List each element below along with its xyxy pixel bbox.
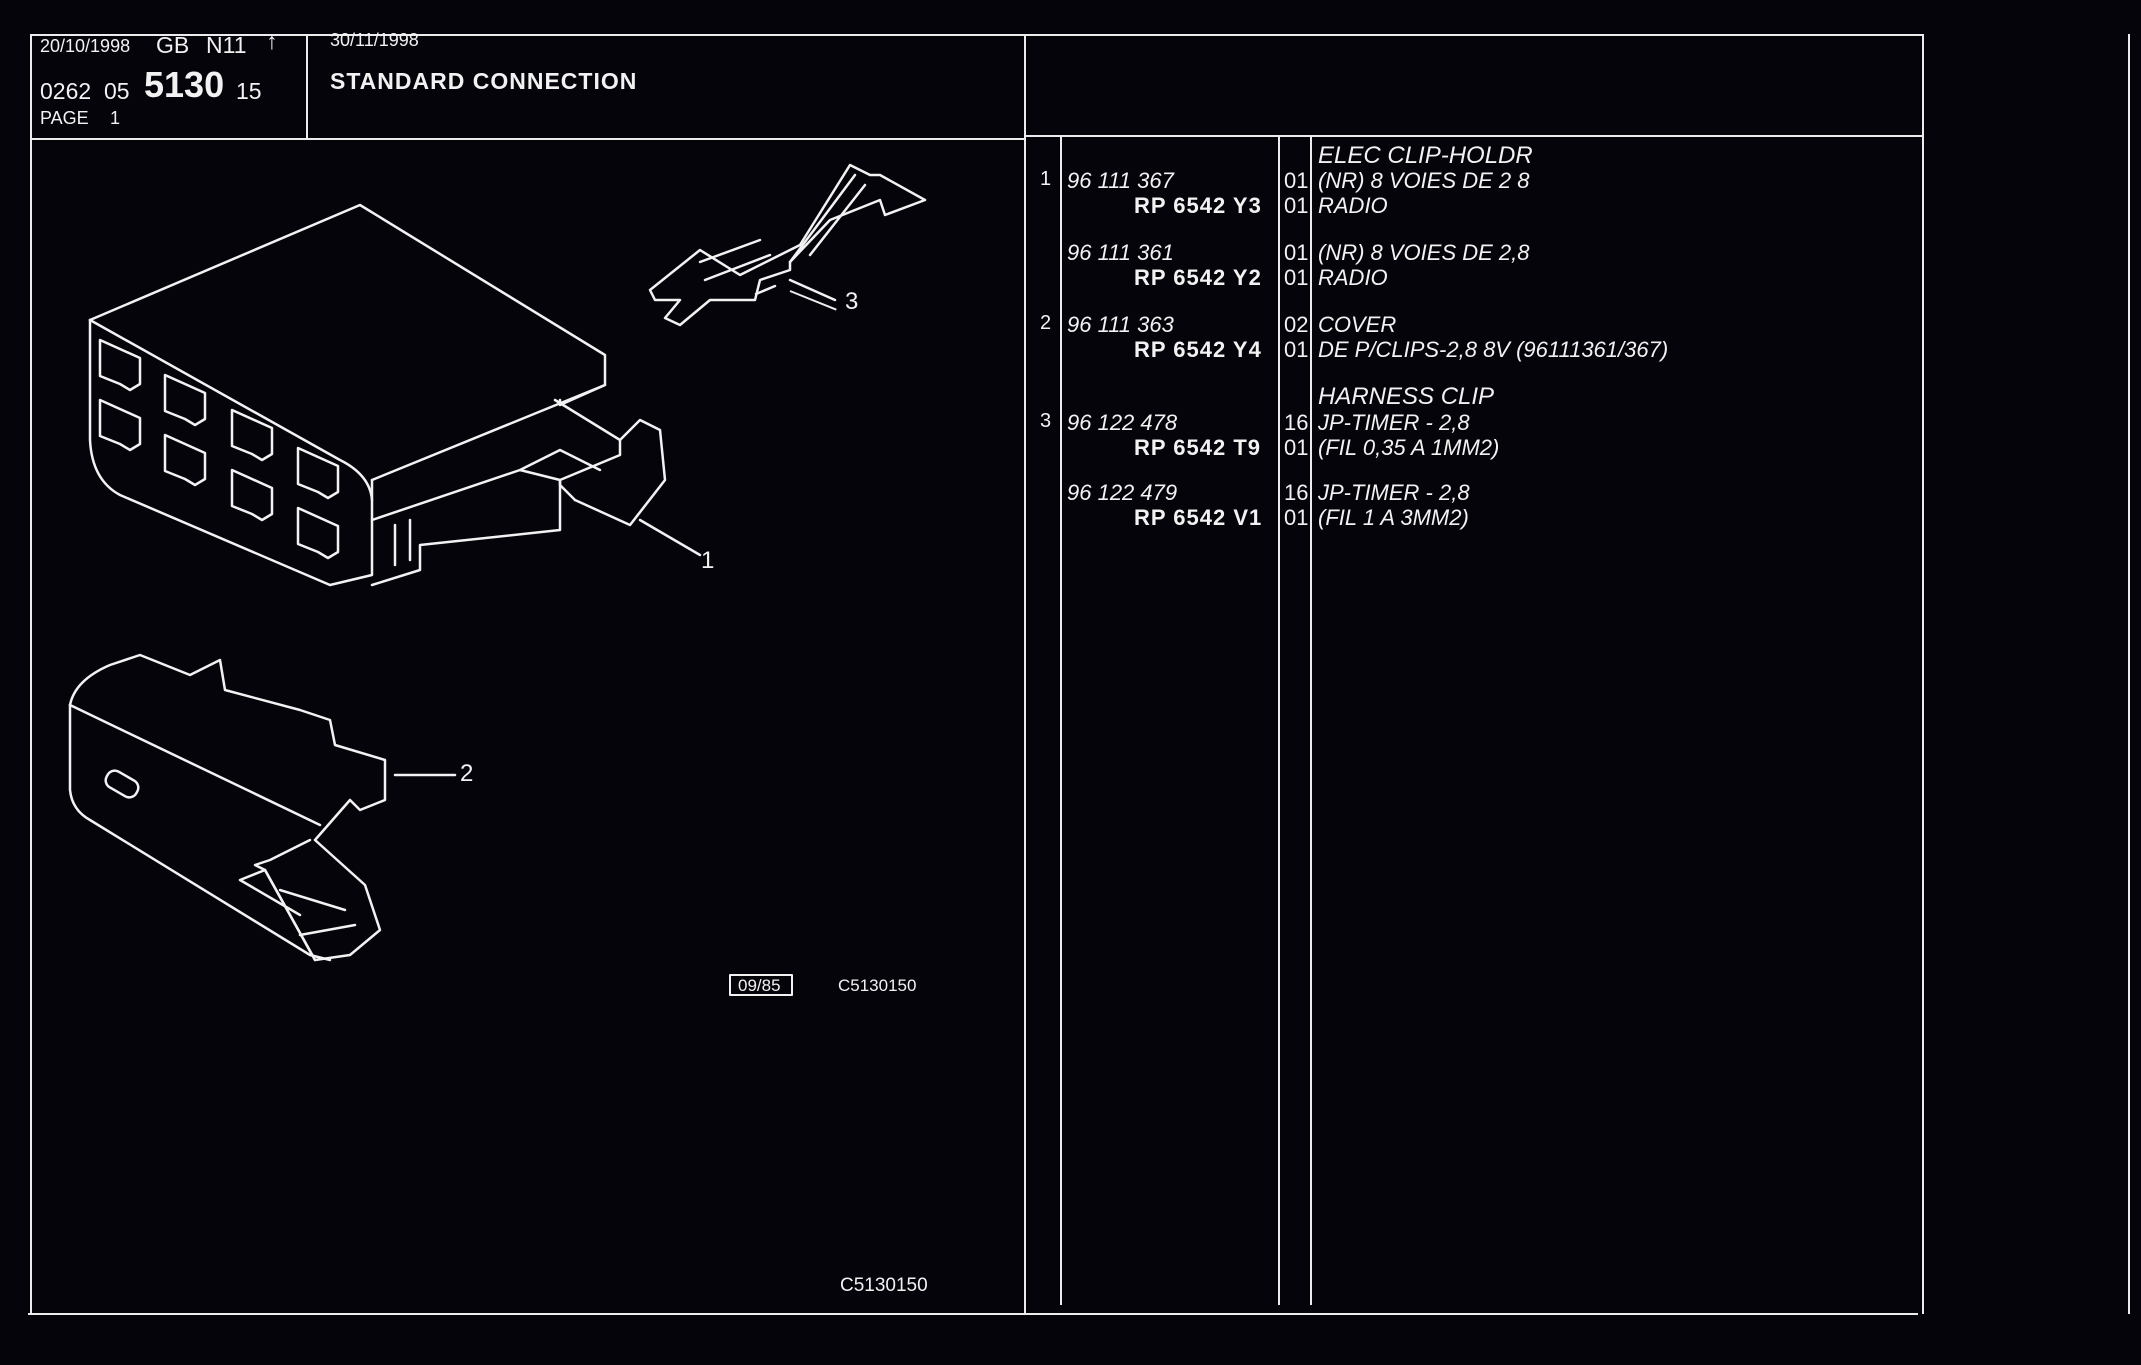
part-rp-ref: RP 6542 T9 — [1134, 435, 1262, 460]
part-description: (FIL 1 A 3MM2) — [1318, 505, 1469, 530]
frame-top — [30, 34, 1924, 36]
part-qty: 16 — [1284, 480, 1309, 505]
header-model: N11 — [206, 32, 247, 58]
callout-1: 1 — [701, 547, 715, 574]
drawing-stamp: 09/85 — [738, 976, 781, 995]
part-description: RADIO — [1318, 193, 1388, 218]
header-page-label: PAGE — [40, 108, 89, 128]
part-qty: 01 — [1284, 337, 1309, 362]
part-ref: 96 122 478 — [1067, 410, 1178, 435]
table-col-3 — [1310, 135, 1312, 1305]
item-number: 1 — [1040, 168, 1052, 190]
part-qty: 01 — [1284, 265, 1309, 290]
header-code-c: 15 — [236, 78, 262, 104]
part-qty: 02 — [1284, 312, 1309, 337]
page-title: STANDARD CONNECTION — [330, 68, 638, 94]
connector-housing-part-1 — [88, 203, 702, 587]
header-code-a: 0262 — [40, 78, 92, 104]
terminal-part-3 — [648, 163, 927, 327]
exploded-parts-drawing — [68, 163, 927, 996]
part-rp-ref: RP 6542 Y2 — [1134, 265, 1262, 290]
part-qty: 01 — [1284, 435, 1309, 460]
frame-bottom — [28, 1313, 1918, 1315]
header-divider — [30, 138, 1026, 140]
frame-right — [1922, 34, 1924, 1314]
part-ref: 96 111 367 — [1067, 168, 1174, 193]
header-arrow-icon: ↑ — [266, 28, 278, 54]
part-qty: 01 — [1284, 240, 1309, 265]
part-description: (NR) 8 VOIES DE 2,8 — [1318, 240, 1530, 265]
part-qty: 01 — [1284, 505, 1309, 530]
part-description: JP-TIMER - 2,8 — [1318, 480, 1470, 505]
part-description: COVER — [1318, 312, 1397, 337]
part-heading-elec-clip: ELEC CLIP-HOLDR — [1318, 142, 1533, 169]
table-col-1 — [1060, 135, 1062, 1305]
callout-3: 3 — [845, 288, 859, 315]
part-ref: 96 122 479 — [1067, 480, 1178, 505]
header-code-b: 05 — [104, 78, 130, 104]
part-qty: 01 — [1284, 193, 1309, 218]
cavity-row-bottom — [98, 398, 340, 560]
part-rp-ref: RP 6542 Y3 — [1134, 193, 1262, 218]
header-lang: GB — [156, 32, 190, 58]
part-description: (FIL 0,35 A 1MM2) — [1318, 435, 1500, 460]
part-qty: 16 — [1284, 410, 1309, 435]
part-description: (NR) 8 VOIES DE 2 8 — [1318, 168, 1530, 193]
cover-part-2 — [68, 653, 457, 962]
part-ref: 96 111 363 — [1067, 312, 1174, 337]
drawing-table-divider — [1024, 34, 1026, 1314]
header-date-2: 30/11/1998 — [330, 30, 419, 50]
header-date: 20/10/1998 — [40, 36, 131, 56]
part-qty: 01 — [1284, 168, 1309, 193]
header-group: 5130 — [144, 64, 225, 105]
header-box-divider — [306, 34, 308, 138]
part-description: JP-TIMER - 2,8 — [1318, 410, 1470, 435]
table-col-2 — [1278, 135, 1280, 1305]
item-number: 2 — [1040, 312, 1052, 334]
callout-2: 2 — [460, 760, 474, 787]
part-rp-ref: RP 6542 V1 — [1134, 505, 1263, 530]
cavity-row-top — [98, 338, 340, 500]
part-heading-harness-clip: HARNESS CLIP — [1318, 383, 1495, 410]
frame-left — [30, 34, 32, 1314]
item-number: 3 — [1040, 410, 1052, 432]
header-divider-right — [1026, 135, 1924, 137]
part-description: DE P/CLIPS-2,8 8V (96111361/367) — [1318, 337, 1669, 362]
right-edge-next-page — [2128, 34, 2130, 1314]
header-page-number: 1 — [110, 108, 121, 128]
drawing-code-small: C5130150 — [838, 976, 917, 995]
drawing-code-bottom: C5130150 — [840, 1275, 928, 1296]
part-rp-ref: RP 6542 Y4 — [1134, 337, 1262, 362]
part-description: RADIO — [1318, 265, 1388, 290]
part-ref: 96 111 361 — [1067, 240, 1174, 265]
